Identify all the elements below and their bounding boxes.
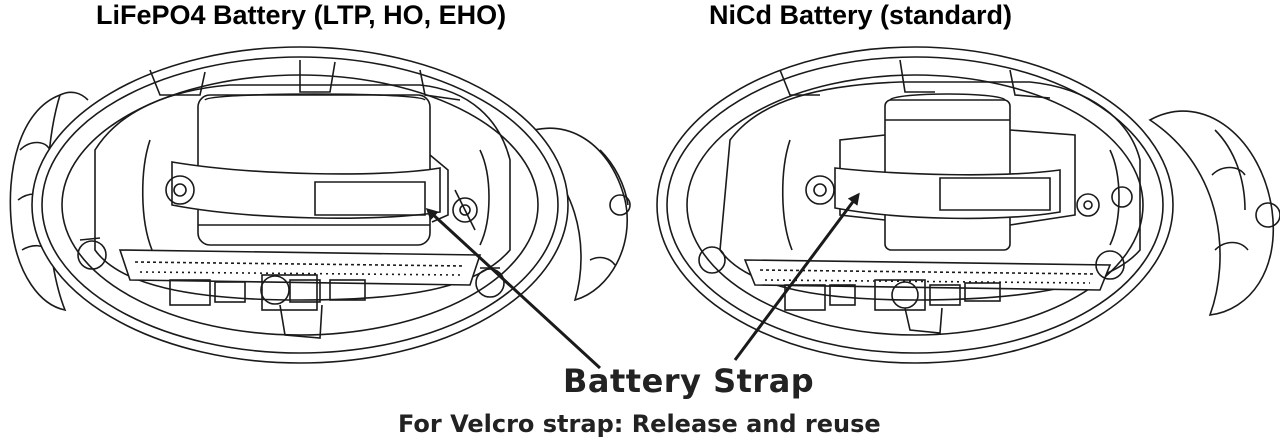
right-diagram-title: NiCd Battery (standard) <box>709 0 1013 30</box>
right-strap-arrow <box>733 192 860 361</box>
lifepo4-unit-drawing <box>9 46 631 364</box>
battery-strap-callout: Battery Strap <box>563 362 815 400</box>
left-strap-arrow <box>425 207 602 370</box>
nicd-unit-drawing <box>656 46 1280 364</box>
left-unit-right-cap <box>508 127 631 302</box>
left-diagram-title: LiFePO4 Battery (LTP, HO, EHO) <box>96 0 507 30</box>
velcro-strap-note: For Velcro strap: Release and reuse <box>398 410 881 438</box>
right-unit-right-cap <box>1148 110 1280 316</box>
